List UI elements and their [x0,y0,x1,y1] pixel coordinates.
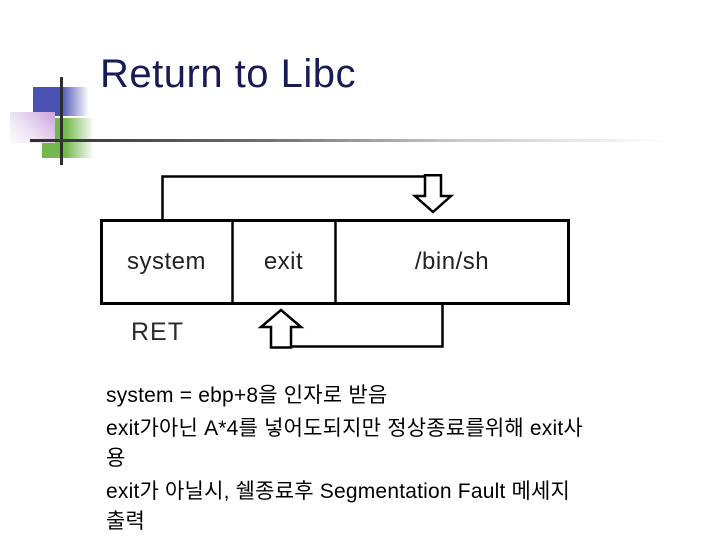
body-p1-line1: system = ebp+8을 인자로 받음 [106,384,388,407]
ret-label: RET [131,318,184,346]
flow-connector-bottom [272,304,444,348]
box-label-bin-sh: /bin/sh [414,248,490,275]
body-text: system = ebp+8을 인자로 받음 exit가아닌 A*4를 넣어도되… [106,381,583,540]
accent-pink-square-icon [10,112,55,143]
body-paragraph-2: exit가아닌 A*4를 넣어도되지만 정상종료를위해 exit사 용 [106,414,583,474]
title-divider-rule [30,139,690,142]
body-paragraph-1: system = ebp+8을 인자로 받음 [106,381,583,411]
flow-connector-top [161,175,440,220]
accent-vertical-line [60,77,63,165]
body-p2-line2: 용 [106,447,126,470]
body-p3-line2: 출력 [106,510,146,533]
slide-title: Return to Libc [100,52,357,96]
box-label-exit: exit [263,248,304,275]
up-block-arrow-icon [257,308,305,349]
body-p2-line1: exit가아닌 A*4를 넣어도되지만 정상종료를위해 exit사 [106,417,583,440]
down-block-arrow-icon [411,173,455,214]
box-label-system: system [126,248,206,275]
body-paragraph-3: exit가 아닐시, 쉘종료후 Segmentation Fault 메세지 출… [106,477,583,537]
body-p3-line1: exit가 아닐시, 쉘종료후 Segmentation Fault 메세지 [106,480,571,503]
